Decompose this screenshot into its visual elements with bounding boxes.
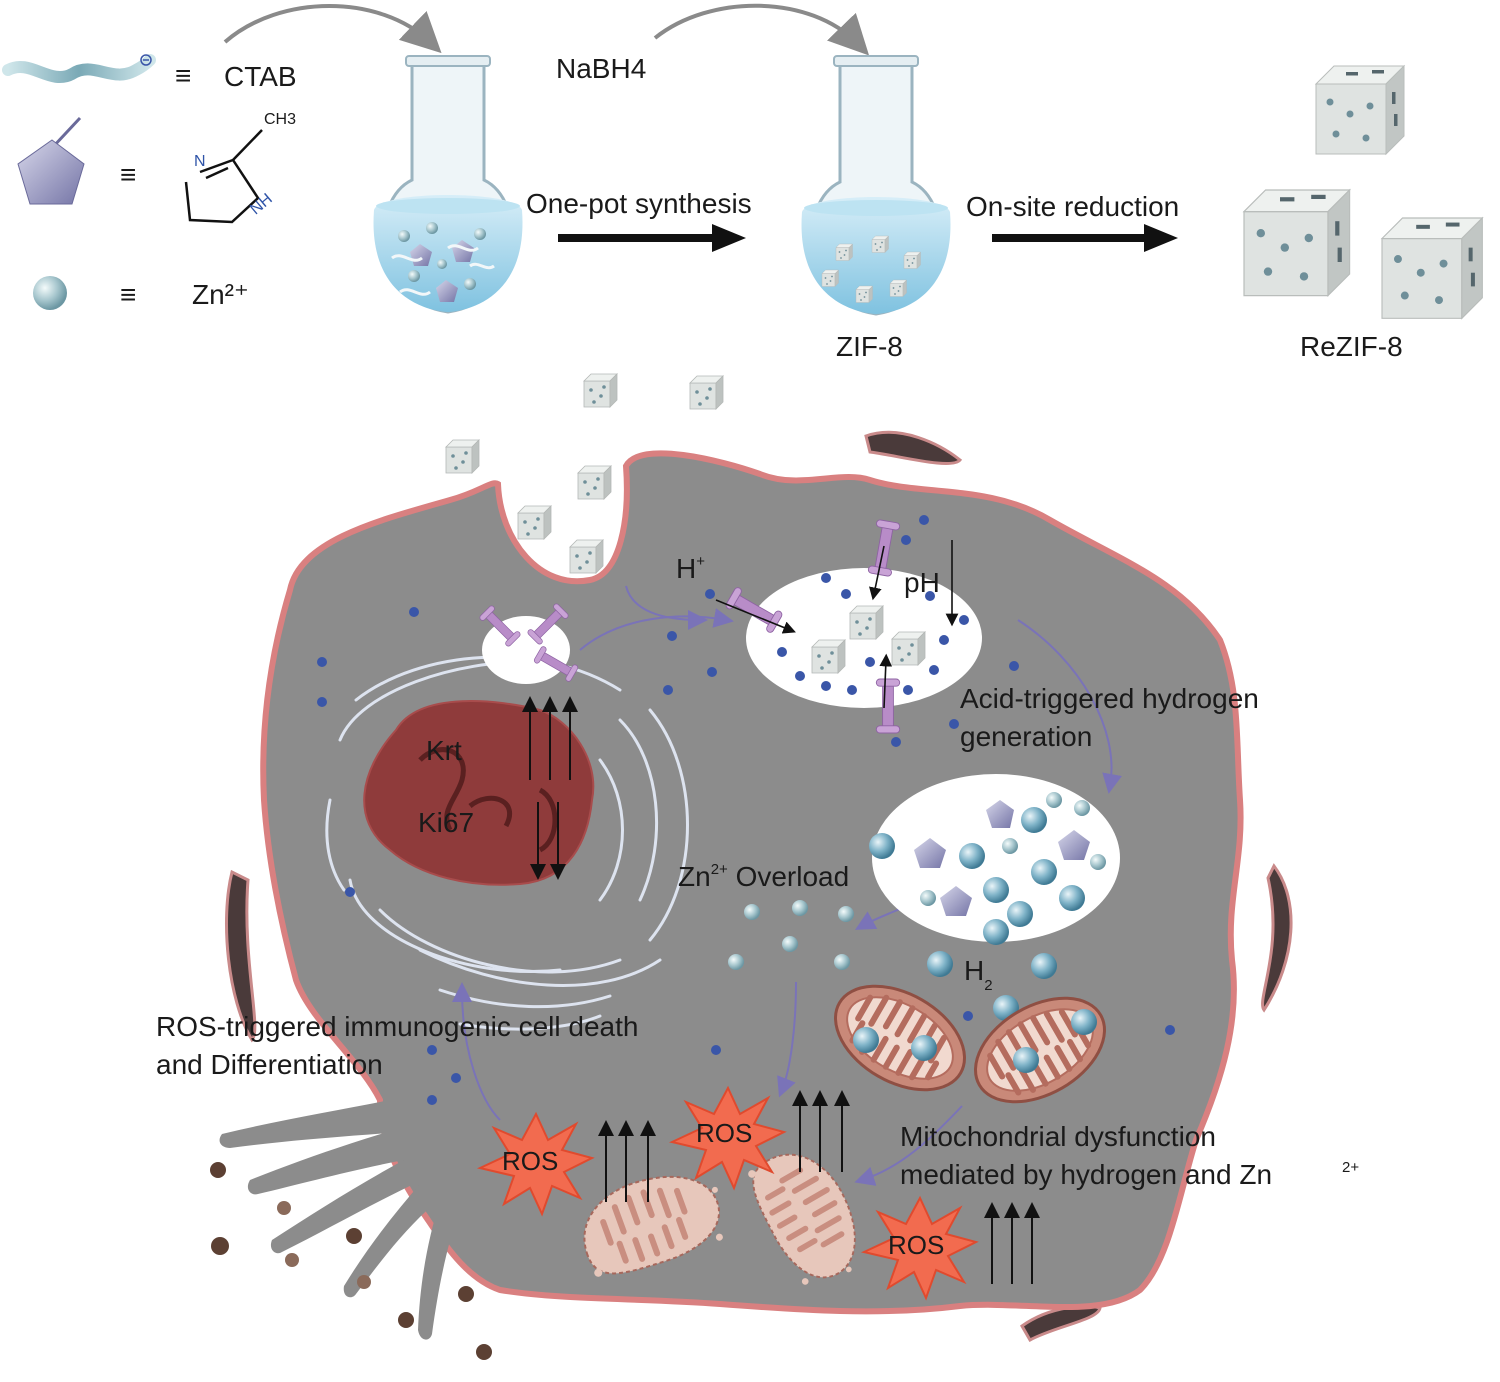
rezif8-label: ReZIF-8 bbox=[1300, 331, 1403, 362]
ros-label-3: ROS bbox=[888, 1230, 944, 1260]
h2-label: H2 bbox=[964, 955, 993, 994]
ki67-label: Ki67 bbox=[418, 807, 474, 838]
zn-equiv: ≡ bbox=[120, 279, 136, 310]
mito-dysfunction-sup: 2+ bbox=[1342, 1159, 1359, 1176]
flask-zif8 bbox=[801, 55, 951, 316]
ctab-ribbon-icon bbox=[2, 54, 156, 84]
methylimidazole-structure bbox=[184, 129, 263, 224]
synthesis-row: NaBH4 One-pot synthesis bbox=[223, 3, 1483, 362]
zif8-label: ZIF-8 bbox=[836, 331, 903, 362]
ph-label: pH bbox=[904, 567, 940, 598]
imidazole-pentagon-icon bbox=[17, 139, 85, 205]
mito-dysfunction-line2: mediated by hydrogen and Zn bbox=[900, 1159, 1272, 1190]
step2-label: On-site reduction bbox=[966, 191, 1179, 222]
zn-label: Zn²⁺ bbox=[192, 279, 249, 310]
negative-charge-icon bbox=[140, 54, 152, 66]
flask-precursors bbox=[373, 55, 523, 314]
ctab-label: CTAB bbox=[224, 61, 297, 92]
curved-arrow-1 bbox=[223, 4, 442, 54]
zinc-ion-icon bbox=[33, 276, 67, 310]
rezif8-cubes bbox=[1243, 65, 1483, 319]
methyl-label: CH3 bbox=[264, 111, 296, 128]
endoplasmic-reticulum bbox=[325, 655, 689, 1031]
imidazole-equiv: ≡ bbox=[120, 159, 136, 190]
flow-arrows bbox=[452, 585, 1122, 1186]
mito-dysfunction-line1: Mitochondrial dysfunction bbox=[900, 1121, 1216, 1152]
ros-label-1: ROS bbox=[502, 1146, 558, 1176]
acid-trigger-line1: Acid-triggered hydrogen bbox=[960, 683, 1259, 714]
curved-arrow-2 bbox=[653, 3, 870, 56]
ros-death-line1: ROS-triggered immunogenic cell death bbox=[156, 1011, 638, 1042]
tumor-cell: Krt Ki67 bbox=[156, 373, 1359, 1360]
imidazole-n-label: N bbox=[194, 153, 206, 170]
ros-death-line2: and Differentiation bbox=[156, 1049, 383, 1080]
ros-label-2: ROS bbox=[696, 1118, 752, 1148]
step1-label: One-pot synthesis bbox=[526, 188, 752, 219]
krt-label: Krt bbox=[426, 735, 462, 766]
acid-trigger-line2: generation bbox=[960, 721, 1092, 752]
hplus-label: H+ bbox=[676, 553, 705, 584]
imidazole-nh-label: NH bbox=[247, 190, 276, 218]
legend: ≡ CTAB ≡ CH3 N NH ≡ Zn²⁺ bbox=[2, 54, 297, 310]
zn-overload-label: Zn2+ Overload bbox=[678, 861, 849, 892]
ctab-equiv: ≡ bbox=[175, 60, 191, 91]
nucleus bbox=[363, 700, 595, 886]
nabh4-label: NaBH4 bbox=[556, 53, 646, 84]
